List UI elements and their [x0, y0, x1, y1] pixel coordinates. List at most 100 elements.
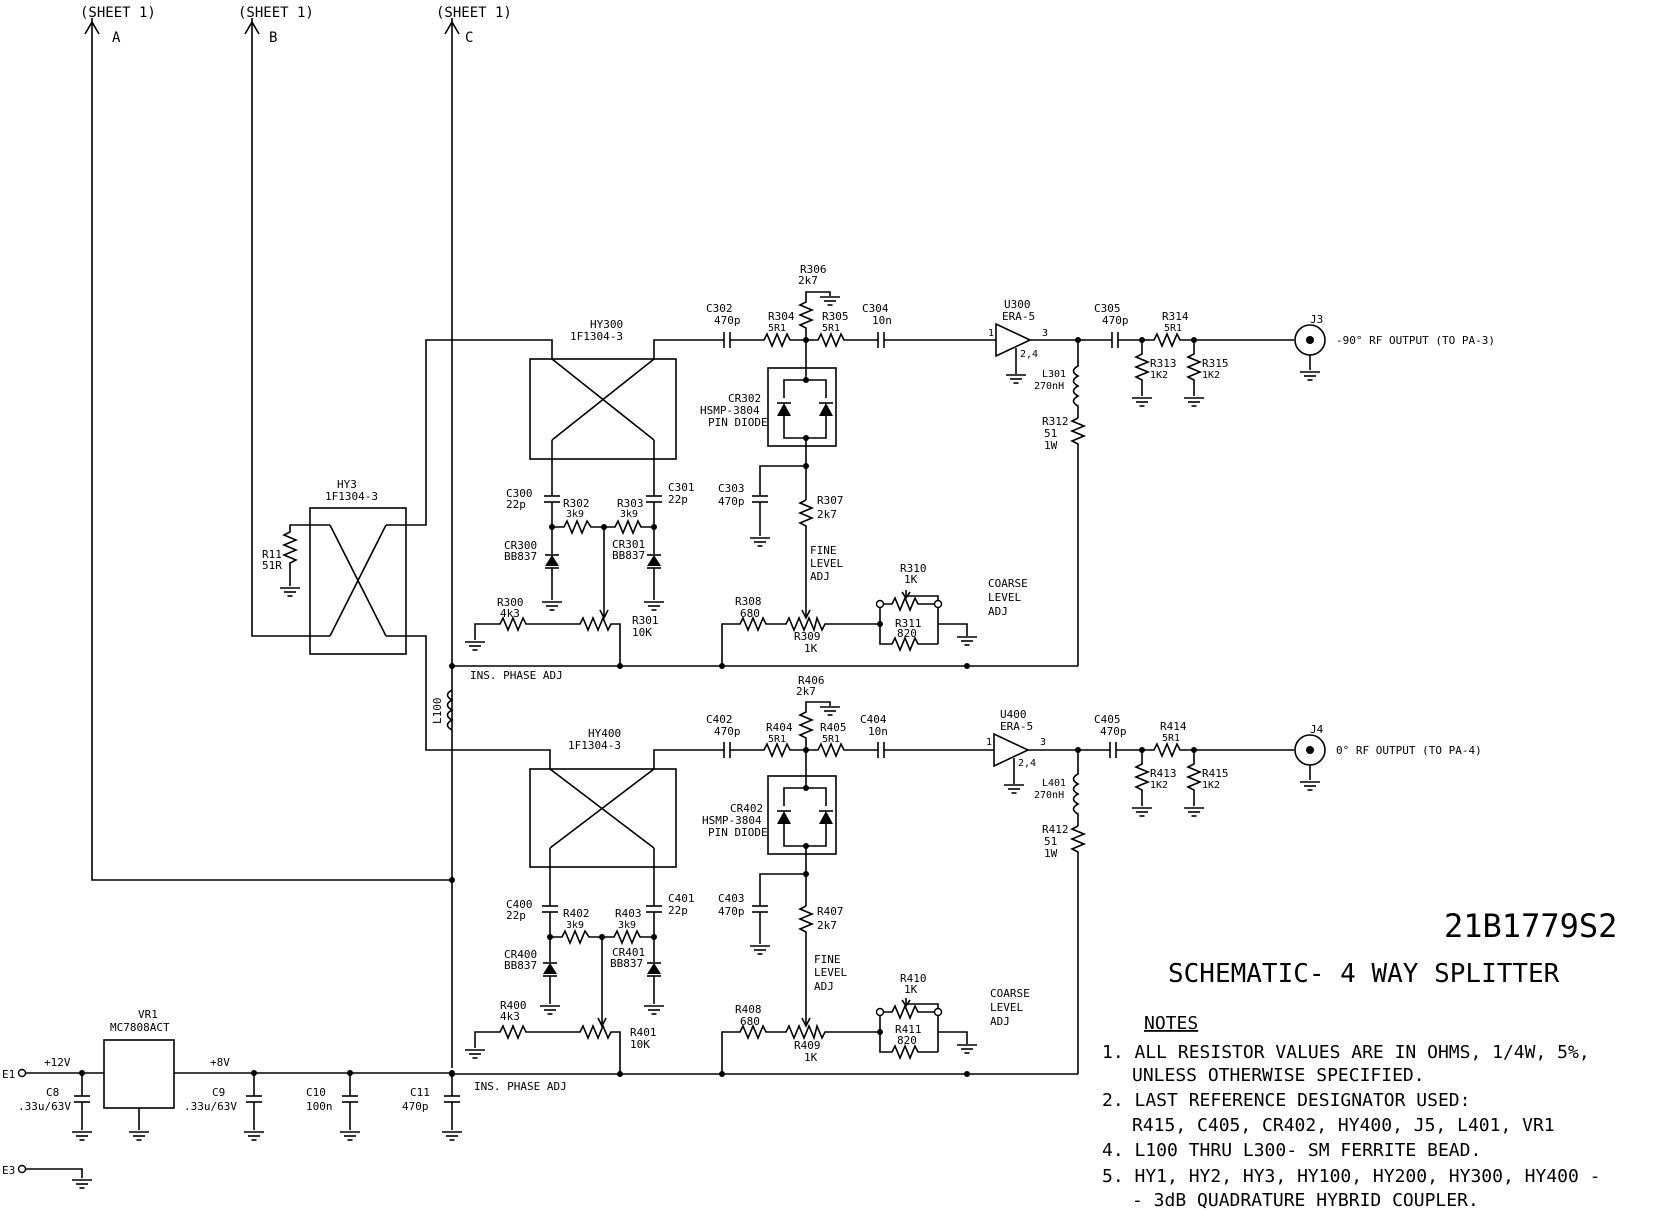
r410-value: 1K — [904, 983, 918, 996]
r410-ref: R410 — [900, 972, 927, 985]
r409-value: 1K — [804, 1051, 818, 1064]
vr1-part: MC7808ACT — [110, 1021, 170, 1034]
j3-ref: J3 — [1310, 313, 1323, 326]
r313-ref: R313 — [1150, 357, 1177, 370]
title-block: 21B1779S2 SCHEMATIC- 4 WAY SPLITTER — [1168, 907, 1617, 989]
sheet-ref-c-label: (SHEET 1) — [436, 5, 512, 21]
u300-ref: U300 — [1004, 298, 1031, 311]
r304-ref: R304 — [768, 310, 795, 323]
r315-ref: R315 — [1202, 357, 1229, 370]
l401-ref: L401 — [1042, 778, 1066, 789]
r401-ref: R401 — [630, 1026, 657, 1039]
cr300-ref: CR300 — [504, 539, 537, 552]
fine-400-line3: ADJ — [814, 980, 834, 993]
fine-300-line1: FINE — [810, 544, 837, 557]
c404-ref: C404 — [860, 713, 887, 726]
r301-value: 10K — [632, 626, 652, 639]
fine-400-line1: FINE — [814, 953, 841, 966]
c402-ref: C402 — [706, 713, 733, 726]
sheet-ref-c: (SHEET 1) C — [436, 5, 512, 1068]
u300-part: ERA-5 — [1002, 310, 1035, 323]
c8-value: .33u/63V — [18, 1100, 71, 1113]
r412-rating: 1W — [1044, 847, 1058, 860]
r303-ref: R303 — [617, 497, 644, 510]
r312-rating: 1W — [1044, 439, 1058, 452]
r305-ref: R305 — [822, 310, 849, 323]
cr400-ref: CR400 — [504, 948, 537, 961]
j4-desc: 0° RF OUTPUT (TO PA-4) — [1336, 744, 1482, 757]
r310-ref: R310 — [900, 562, 927, 575]
note-4-line1: 4. L100 THRU L300- SM FERRITE BEAD. — [1102, 1140, 1481, 1161]
e1-label: E1 — [2, 1068, 15, 1081]
v12-label: +12V — [44, 1056, 71, 1069]
r312-value: 51 — [1044, 427, 1057, 440]
sheet-ref-b-letter: B — [269, 30, 277, 46]
fine-400-line2: LEVEL — [814, 966, 847, 979]
cr402-ref: CR402 — [730, 802, 763, 815]
r415-ref: R415 — [1202, 767, 1229, 780]
r403-ref: R403 — [615, 907, 642, 920]
l100-ref: L100 — [431, 698, 444, 725]
note-1-line1: 1. ALL RESISTOR VALUES ARE IN OHMS, 1/4W… — [1102, 1042, 1590, 1063]
r402-value: 3k9 — [566, 920, 584, 931]
vr1-ref: VR1 — [138, 1008, 158, 1021]
c303-ref: C303 — [718, 482, 745, 495]
r404-value: 5R1 — [768, 734, 786, 745]
j3-desc: -90° RF OUTPUT (TO PA-3) — [1336, 334, 1495, 347]
c401-value: 22p — [668, 904, 688, 917]
r412-value: 51 — [1044, 835, 1057, 848]
r414-value: 5R1 — [1162, 733, 1180, 744]
l401-value: 270nH — [1034, 790, 1064, 801]
c300-ref: C300 — [506, 487, 533, 500]
c305-ref: C305 — [1094, 302, 1121, 315]
r304-value: 5R1 — [768, 323, 786, 334]
u400-pin-out: 3 — [1040, 737, 1046, 748]
cr400-value: BB837 — [504, 959, 537, 972]
c403-ref: C403 — [718, 892, 745, 905]
cr302-ref: CR302 — [728, 392, 761, 405]
r412-ref: R412 — [1042, 823, 1069, 836]
fine-300-line2: LEVEL — [810, 557, 843, 570]
coarse-300-line1: COARSE — [988, 577, 1028, 590]
phase-adj-300: INS. PHASE ADJ — [470, 669, 563, 682]
u400-ref: U400 — [1000, 708, 1027, 721]
cr401-value: BB837 — [610, 957, 643, 970]
c302-ref: C302 — [706, 302, 733, 315]
c304-ref: C304 — [862, 302, 889, 315]
r413-value: 1K2 — [1150, 780, 1168, 791]
u300-pin-out: 3 — [1042, 328, 1048, 339]
r409-ref: R409 — [794, 1039, 821, 1052]
c305-value: 470p — [1102, 314, 1129, 327]
sheet-ref-b: (SHEET 1) B — [238, 5, 314, 637]
coarse-400-line1: COARSE — [990, 987, 1030, 1000]
note-5-line1: 5. HY1, HY2, HY3, HY100, HY200, HY300, H… — [1102, 1166, 1601, 1187]
j4-ref: J4 — [1310, 723, 1324, 736]
channel-400: HY400 1F1304-3 C400 22p C401 22p R402 3k… — [449, 674, 1482, 1093]
note-5-line2: - 3dB QUADRATURE HYBRID COUPLER. — [1132, 1190, 1479, 1210]
doc-number: 21B1779S2 — [1444, 907, 1617, 945]
c302-value: 470p — [714, 314, 741, 327]
c304-value: 10n — [872, 314, 892, 327]
coarse-300-line2: LEVEL — [988, 591, 1021, 604]
hy300-ref: HY300 — [590, 318, 623, 331]
c8-ref: C8 — [46, 1086, 59, 1099]
phase-adj-400: INS. PHASE ADJ — [474, 1080, 567, 1093]
r414-ref: R414 — [1160, 720, 1187, 733]
r314-ref: R314 — [1162, 310, 1189, 323]
sheet-ref-a-letter: A — [112, 30, 121, 46]
sheet-ref-b-label: (SHEET 1) — [238, 5, 314, 21]
c11-value: 470p — [402, 1100, 429, 1113]
r11-ref: R11 — [262, 548, 282, 561]
r402-ref: R402 — [563, 907, 590, 920]
hy3-part: 1F1304-3 — [325, 490, 378, 503]
c400-value: 22p — [506, 909, 526, 922]
notes: NOTES 1. ALL RESISTOR VALUES ARE IN OHMS… — [1102, 1013, 1601, 1210]
r310-value: 1K — [904, 573, 918, 586]
r11: R11 51R — [262, 524, 310, 597]
u300-pin-gnd: 2,4 — [1020, 349, 1038, 360]
note-2-line1: 2. LAST REFERENCE DESIGNATOR USED: — [1102, 1090, 1470, 1111]
r300-ref: R300 — [497, 596, 524, 609]
e3-label: E3 — [2, 1164, 15, 1177]
r308-value: 680 — [740, 607, 760, 620]
